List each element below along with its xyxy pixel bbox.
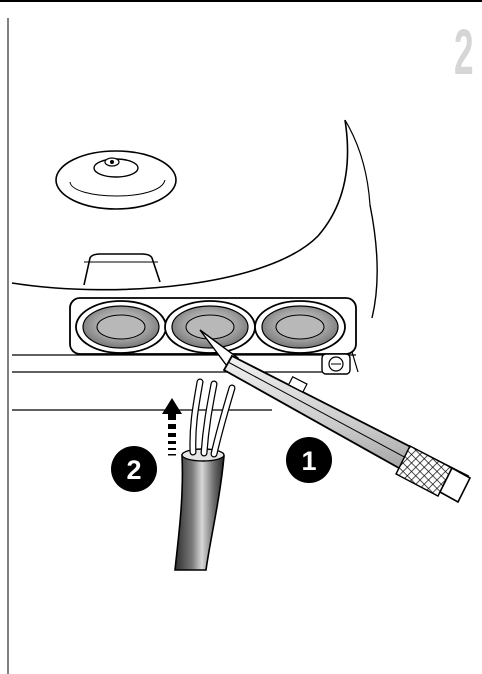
callout-1-circle (286, 437, 332, 483)
foot-icon (83, 253, 161, 286)
arrow-up-icon (162, 398, 182, 456)
callout-2: 2 (111, 446, 157, 492)
cutter-knife-icon (199, 329, 472, 504)
callout-1: 1 (286, 437, 332, 483)
screw-icon (321, 353, 351, 375)
step-number: 2 (454, 16, 474, 88)
grommet-icon (75, 300, 346, 354)
callout-1-label: 1 (301, 446, 316, 476)
callout-2-circle (111, 446, 157, 492)
cable-icon (174, 378, 236, 571)
appliance-body (11, 119, 378, 319)
callout-2-label: 2 (126, 455, 141, 485)
top-knob-icon (55, 150, 177, 210)
